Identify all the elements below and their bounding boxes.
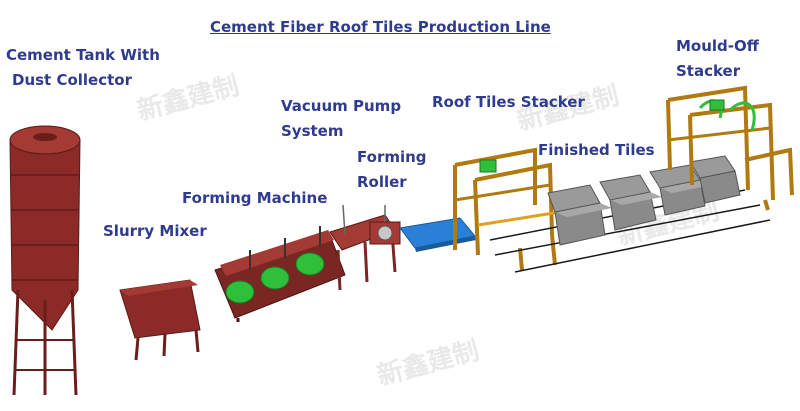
label-vacuum-pump: Vacuum Pump System	[281, 97, 402, 140]
label-cement-tank: Cement Tank With Dust Collector	[6, 46, 160, 89]
diagram-title: Cement Fiber Roof Tiles Production Line	[210, 18, 551, 36]
label-finished-tiles: Finished Tiles	[538, 141, 655, 159]
finished-tiles	[547, 155, 741, 246]
label-roof-tiles-stacker: Roof Tiles Stacker	[432, 93, 585, 111]
conveyor-belt	[399, 217, 476, 252]
label-slurry-mixer: Slurry Mixer	[103, 222, 207, 240]
label-mould-off-stacker: Mould-Off Stacker	[676, 37, 759, 80]
label-forming-machine: Forming Machine	[182, 189, 328, 207]
label-forming-roller: Forming Roller	[357, 148, 427, 191]
slurry-mixer	[119, 279, 201, 361]
mould-off-stacker	[666, 85, 794, 211]
roof-tiles-stacker	[453, 147, 561, 271]
forming-roller	[369, 205, 401, 245]
cement-tank	[9, 125, 81, 396]
forming-machine	[214, 226, 346, 322]
svg-text:新鑫建制: 新鑫建制	[374, 335, 482, 392]
